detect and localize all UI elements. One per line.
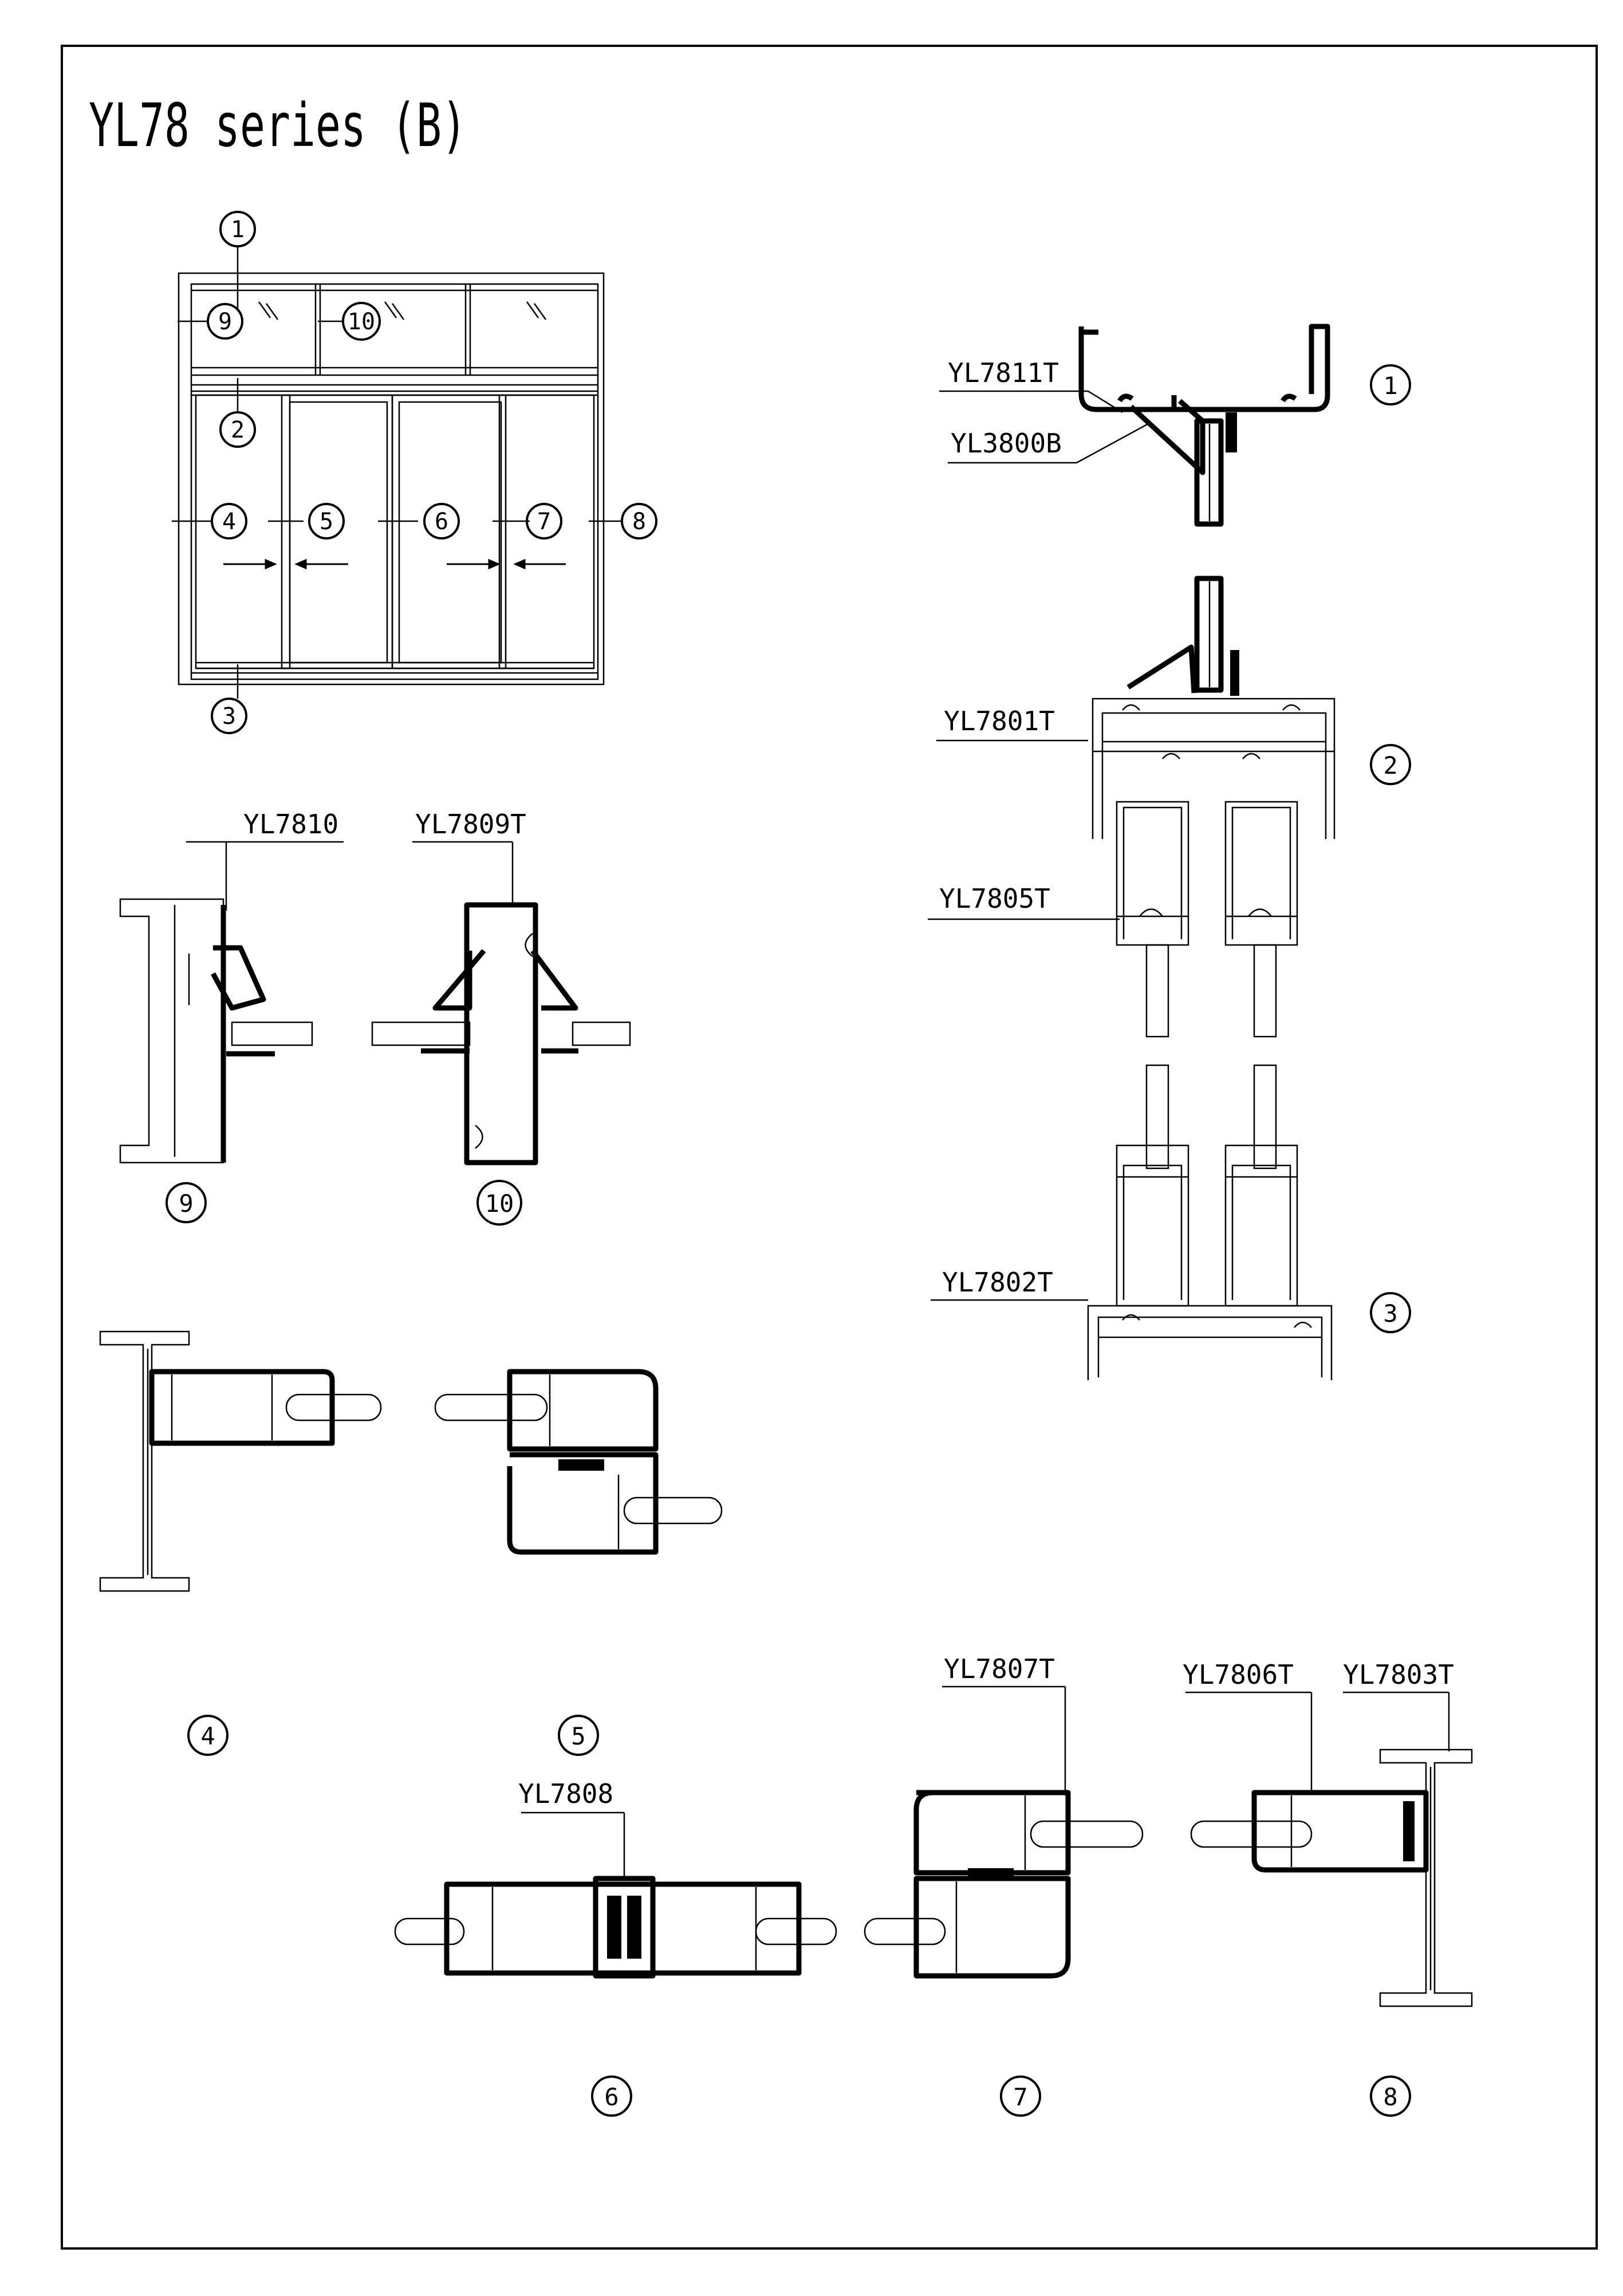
- section-marker-9: 9: [166, 1182, 207, 1223]
- callout-10: 10: [342, 302, 381, 341]
- label-yl7808: YL7808: [518, 1778, 613, 1809]
- svg-text:2: 2: [1383, 751, 1397, 779]
- svg-text:3: 3: [222, 703, 236, 730]
- section-10: YL7809T 10: [371, 809, 631, 1226]
- label-yl7811t: YL7811T: [948, 357, 1059, 388]
- label-yl7805t: YL7805T: [939, 883, 1050, 914]
- svg-text:10: 10: [348, 309, 375, 335]
- callout-2: 2: [219, 411, 256, 448]
- glass-pane-transom: [1194, 576, 1224, 693]
- svg-text:6: 6: [435, 509, 448, 535]
- callout-7: 7: [526, 503, 562, 539]
- section-7: YL7807T 7: [864, 1653, 1144, 2117]
- callout-5: 5: [308, 503, 345, 539]
- section-marker-4: 4: [187, 1715, 229, 1756]
- section-marker-3: 3: [1370, 1292, 1411, 1333]
- svg-text:8: 8: [1383, 2083, 1397, 2111]
- callout-3: 3: [211, 698, 247, 734]
- callout-8: 8: [621, 503, 657, 539]
- label-yl7807t: YL7807T: [944, 1653, 1055, 1684]
- label-yl7803t: YL7803T: [1343, 1659, 1454, 1690]
- svg-text:1: 1: [1383, 372, 1397, 400]
- callout-6: 6: [423, 503, 460, 539]
- label-yl7801t: YL7801T: [944, 706, 1055, 737]
- callout-1: 1: [219, 211, 256, 247]
- profile-yl7801t: [1092, 698, 1336, 839]
- svg-text:2: 2: [231, 417, 245, 443]
- svg-text:5: 5: [320, 509, 333, 535]
- glass-pane-top: [1194, 418, 1224, 527]
- section-9: YL7810 9: [119, 809, 344, 1223]
- svg-text:7: 7: [1013, 2083, 1027, 2111]
- section-marker-1: 1: [1370, 364, 1411, 405]
- sheet-border: [61, 45, 1598, 2250]
- label-yl3800b: YL3800B: [951, 428, 1062, 459]
- svg-text:6: 6: [604, 2083, 619, 2111]
- section-marker-2: 2: [1370, 744, 1411, 785]
- svg-text:1: 1: [231, 216, 245, 243]
- window-elevation: 1 9 10 2 4 5 6 7 8 3: [172, 211, 657, 734]
- section-5: 5: [434, 1369, 723, 1756]
- section-8: YL7806T YL7803T 8: [1183, 1659, 1473, 2117]
- profile-yl7811t: [1078, 324, 1330, 412]
- label-yl7809t: YL7809T: [415, 809, 526, 840]
- profile-yl3800b: [1129, 399, 1237, 475]
- svg-text:5: 5: [571, 1722, 585, 1750]
- callout-4: 4: [211, 503, 247, 539]
- svg-text:10: 10: [485, 1190, 514, 1218]
- section-marker-10: 10: [476, 1180, 522, 1226]
- svg-text:7: 7: [537, 509, 551, 535]
- profile-yl7802t: [1087, 1144, 1333, 1380]
- section-6: YL7808 6: [394, 1778, 837, 2117]
- section-marker-5: 5: [558, 1715, 599, 1756]
- svg-text:3: 3: [1383, 1299, 1397, 1328]
- drawing-title: YL78 series (B): [89, 90, 467, 160]
- label-yl7802t: YL7802T: [942, 1267, 1053, 1298]
- svg-text:4: 4: [200, 1722, 215, 1750]
- label-yl7810: YL7810: [243, 809, 338, 840]
- callout-9: 9: [207, 303, 243, 340]
- label-yl7806t: YL7806T: [1183, 1659, 1294, 1690]
- svg-text:8: 8: [632, 509, 646, 535]
- vertical-section: YL7811T YL3800B 1 YL7801T 2 Y: [928, 324, 1411, 1380]
- svg-text:4: 4: [222, 509, 236, 535]
- section-4: 4: [99, 1330, 382, 1756]
- section-marker-8: 8: [1370, 2076, 1411, 2117]
- section-marker-7: 7: [1000, 2076, 1041, 2117]
- svg-text:9: 9: [179, 1190, 193, 1218]
- section-marker-6: 6: [591, 2076, 632, 2117]
- svg-text:9: 9: [218, 309, 232, 335]
